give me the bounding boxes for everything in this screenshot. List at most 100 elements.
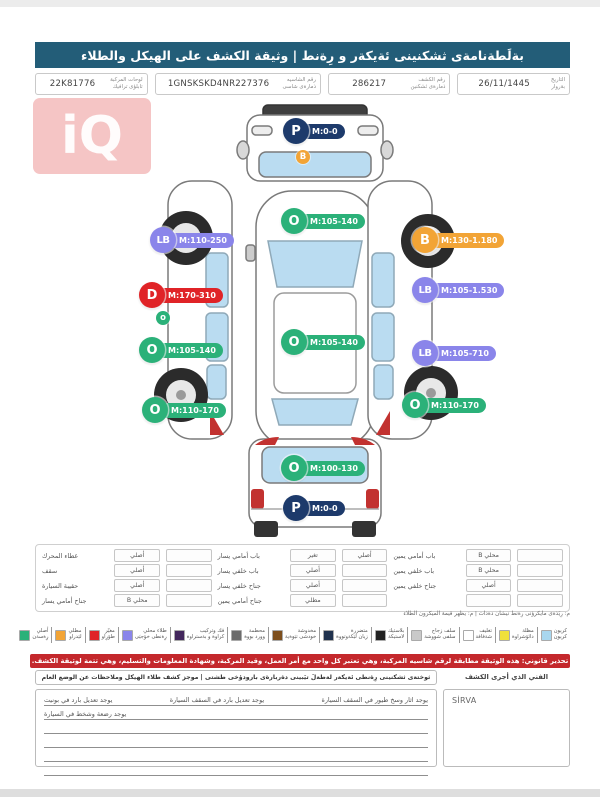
legend-label-ku: شةفافة xyxy=(475,634,492,640)
micron-pill: M:105-140 xyxy=(298,213,365,229)
part-label: باب أمامي يسار xyxy=(217,551,260,560)
legend-color-swatch xyxy=(374,629,386,641)
part-value: مطلي xyxy=(290,594,336,607)
part-value: تغير xyxy=(290,549,336,562)
badge-letter: O xyxy=(139,337,165,363)
legend-label-ku: وورد بووة xyxy=(244,634,266,640)
part-group: غطاء المحرك أصلي xyxy=(42,549,212,562)
part-label: باب أمامي يمين xyxy=(393,551,436,560)
part-group: باب خلفي يسار أصلي xyxy=(218,564,388,577)
legend-label-ku: زيان ليَكةوتووة xyxy=(336,634,368,640)
micron-pill: M:110-170 xyxy=(159,402,226,418)
part-group: باب خلفي يمين محلي B xyxy=(393,564,564,577)
badge-letter: P xyxy=(283,118,309,144)
part-group: سقف أصلي xyxy=(42,564,212,577)
info-value: 1GNSKSKD4NR227376 xyxy=(167,79,270,89)
badge-letter: O xyxy=(281,329,307,355)
table-row: جناح أمامي يسار محلي B جناح أمامي يمين م… xyxy=(42,593,564,608)
part-label: حقيبة السيارة xyxy=(42,581,79,590)
micron-pill: M:110-170 xyxy=(419,397,486,413)
legend-label-ar: مظلة xyxy=(522,628,534,635)
part-group: جناح أمامي يسار محلي B xyxy=(42,594,212,607)
badge-letter: B xyxy=(412,227,438,253)
part-value-extra xyxy=(517,579,564,592)
technician-name: SİRVA xyxy=(452,696,477,705)
part-label: جناح أمامي يمين xyxy=(217,596,262,605)
part-label: باب خلفي يمين xyxy=(393,566,435,575)
note-line xyxy=(44,734,428,748)
info-value: 22K81776 xyxy=(49,79,96,89)
legend-label-ku: كريون xyxy=(553,634,567,640)
part-value: أصلي xyxy=(114,564,161,577)
note-text: يوجد رضعة وشخط في السيارة xyxy=(44,710,127,718)
technician-box: SİRVA xyxy=(443,689,570,767)
part-group: جناح خلفي يمين أصلي xyxy=(393,579,564,592)
part-label: جناح خلفي يسار xyxy=(217,581,261,590)
part-value-extra xyxy=(517,549,564,562)
part-value-extra xyxy=(517,594,564,607)
note-text: يوجد تعديل بارد في بونيت xyxy=(44,696,113,704)
part-value: محلي B xyxy=(114,594,161,607)
badge-letter: O xyxy=(281,208,307,234)
legend-label-ku: كراوة و بةستراوة xyxy=(186,634,225,640)
car-front-view xyxy=(236,104,394,182)
legend-label-ar: فك وتركيب xyxy=(199,628,225,635)
part-value-extra xyxy=(341,594,388,607)
bottom-edge-strip xyxy=(0,789,600,797)
legend-label-ku: رِةسةن xyxy=(32,634,49,640)
table-row: سقف أصلي باب خلفي يسار أصلي باب خلفي يمي… xyxy=(42,563,564,578)
legend-label-ku: لاستيكة xyxy=(388,634,405,640)
part-value-extra xyxy=(517,564,564,577)
top-edge-strip xyxy=(0,0,600,7)
technician-header: الفني الذي أجرى الكشف xyxy=(464,673,549,681)
legend-color-swatch xyxy=(19,629,31,641)
part-group xyxy=(393,594,564,607)
part-value-extra xyxy=(166,549,212,562)
part-value: أصلي xyxy=(465,579,512,592)
note-line xyxy=(44,762,428,776)
micron-pill: M:105-140 xyxy=(156,342,223,358)
badge-letter: O xyxy=(281,455,307,481)
part-value: محلي B xyxy=(465,549,512,562)
micron-pill: M:0-0 xyxy=(300,500,345,516)
legend-label-ku: رِةنطى خؤجيَى xyxy=(134,634,167,640)
legend-label-ar: طلاء محلي xyxy=(143,628,167,635)
legend-label-ar: مخدوشة xyxy=(297,628,317,635)
info-value: 286217 xyxy=(352,79,387,89)
legend-label-ar: بلاستيك xyxy=(387,628,405,635)
iq-logo-watermark: iQ xyxy=(33,98,151,174)
part-group: باب أمامي يسار تغير أصلي xyxy=(218,549,388,562)
part-group: حقيبة السيارة أصلي xyxy=(42,579,212,592)
note-text: يوجد اثار وسخ طيور في السقف السيارة xyxy=(321,696,428,704)
micron-pill: M:0-0 xyxy=(300,123,345,139)
legend-label-ar: مطلي xyxy=(68,628,82,635)
legend-label-ar: كريون xyxy=(553,628,567,635)
part-value: أصلي xyxy=(114,579,161,592)
legend-color-swatch xyxy=(231,629,243,641)
panel-badge-B: B xyxy=(296,150,310,164)
note-line xyxy=(44,748,428,762)
legend-label-ar: أصلي xyxy=(36,628,49,635)
